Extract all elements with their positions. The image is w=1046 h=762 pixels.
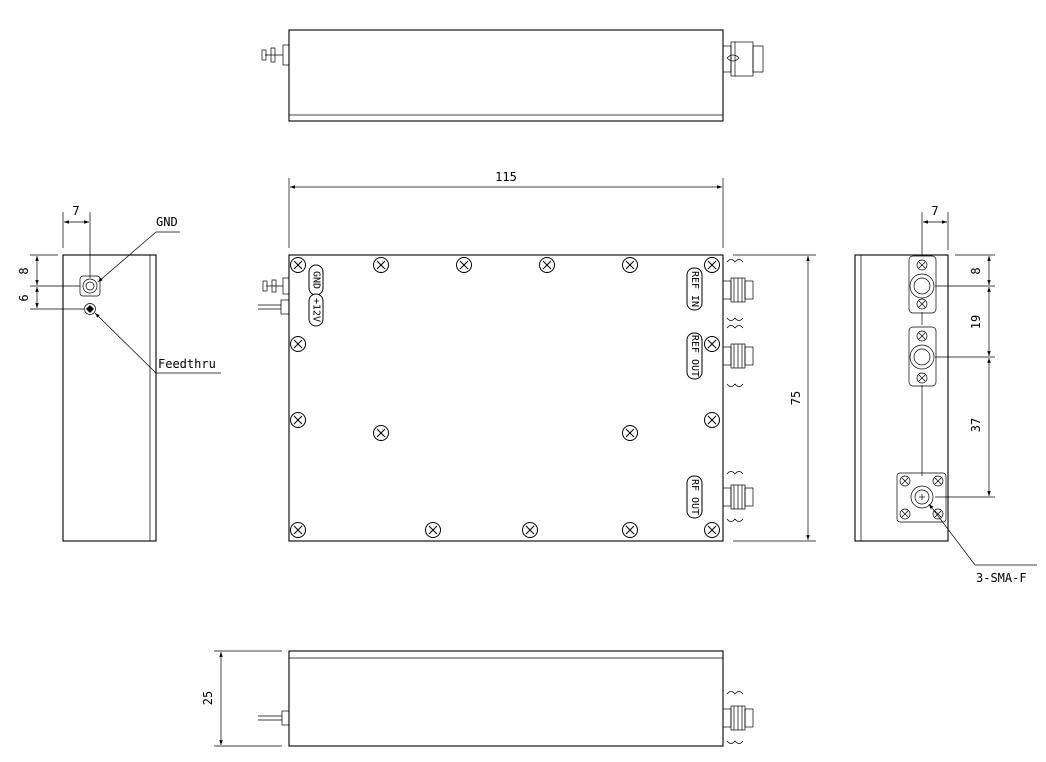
dim-left-8-label: 8: [17, 267, 31, 274]
sma-connector-rf-out: [722, 484, 754, 510]
right-connector-ref-in: [908, 255, 937, 314]
sma-leader-line: [928, 503, 976, 566]
dim-115-label: 115: [495, 170, 517, 184]
bottom-view: 25: [201, 650, 754, 747]
screw: [622, 522, 638, 538]
screw: [704, 522, 720, 538]
label-12v-text: +12V: [311, 298, 322, 322]
top-view-body: [288, 29, 724, 122]
front-view: 115 75: [258, 170, 816, 542]
label-rf-out-text: RF OUT: [689, 479, 700, 515]
feedthru-label: Feedthru: [158, 357, 216, 371]
right-side-view: 7 8 19 37 3-SMA-F: [854, 204, 1037, 585]
sma-connector-ref-out: [722, 343, 754, 369]
front-left-terminals: [258, 277, 290, 315]
gnd-leader-line: [97, 231, 157, 283]
screw: [373, 425, 389, 441]
sma-note-label: 3-SMA-F: [976, 571, 1027, 585]
label-rf-out-pill: RF OUT: [686, 475, 703, 519]
screw: [704, 336, 720, 352]
bottom-sma-connector: [722, 691, 754, 744]
feedthru-leader-line: [94, 312, 157, 374]
screw: [290, 412, 306, 428]
screw: [456, 257, 472, 273]
right-view-body: [854, 254, 949, 542]
label-gnd-text: GND: [311, 271, 322, 289]
dim-left-7-label: 7: [72, 204, 79, 218]
dim-right-37-label: 37: [969, 418, 983, 432]
screw: [622, 257, 638, 273]
front-sma-connectors: [722, 259, 754, 522]
label-ref-out-text: REF OUT: [689, 335, 700, 377]
bottom-pin-stub: [258, 710, 290, 726]
left-feedthru: [84, 303, 96, 315]
screw: [425, 522, 441, 538]
label-ref-in-pill: REF IN: [686, 267, 703, 311]
label-ref-out-pill: REF OUT: [686, 332, 703, 380]
right-connector-ref-out: [908, 326, 937, 387]
left-side-view: 7 8 6 GND Feedthru: [17, 204, 221, 542]
screw: [290, 522, 306, 538]
label-12v-pill: +12V: [308, 293, 324, 327]
dim-75-label: 75: [789, 391, 803, 405]
screw: [290, 257, 306, 273]
screw: [522, 522, 538, 538]
screw: [622, 425, 638, 441]
dim-right-8-label: 8: [969, 267, 983, 274]
top-view: [261, 29, 764, 122]
screw: [704, 412, 720, 428]
screw: [290, 336, 306, 352]
label-gnd-pill: GND: [308, 264, 324, 296]
label-ref-in-text: REF IN: [689, 271, 700, 307]
bottom-view-body: [288, 650, 724, 747]
front-view-body: [288, 254, 724, 542]
dim-right-19-label: 19: [969, 315, 983, 329]
dim-25-label: 25: [201, 691, 215, 705]
left-gnd-terminal: [79, 275, 101, 297]
screw: [539, 257, 555, 273]
sma-connector-ref-in: [722, 277, 754, 303]
dim-left-6-label: 6: [17, 294, 31, 301]
top-feedthru-stub: [261, 44, 290, 66]
top-sma-connector: [722, 41, 764, 77]
left-view-body: [62, 254, 157, 542]
front-screws: [290, 257, 720, 538]
gnd-label: GND: [156, 215, 178, 229]
screw: [704, 257, 720, 273]
dim-right-7-label: 7: [931, 204, 938, 218]
right-connector-rf-out: [896, 472, 947, 523]
screw: [373, 257, 389, 273]
